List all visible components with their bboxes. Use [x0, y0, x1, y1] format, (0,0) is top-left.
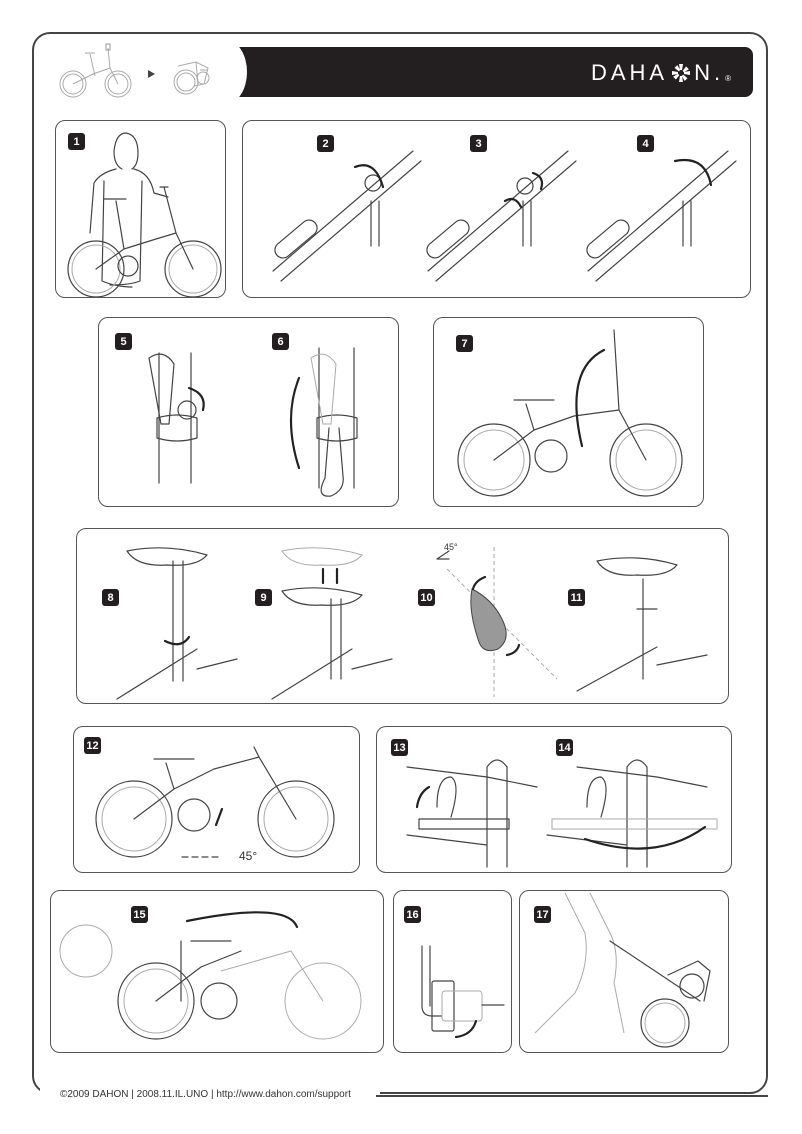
wheel-logo-icon	[672, 64, 691, 82]
step-badge: 13	[391, 739, 408, 756]
step-panel-16: 16	[393, 890, 512, 1053]
fold-frame-illustration	[59, 911, 362, 1040]
step-badge: 9	[255, 589, 272, 606]
step-panel-2-4: 2 3 4	[242, 120, 751, 298]
step-badge: 1	[68, 133, 85, 150]
walk-folded-bike-illustration	[534, 892, 711, 1048]
logo-text-right: N.	[694, 60, 725, 85]
step-panel-12: 12 45°	[73, 726, 360, 873]
angle-annotation: 45°	[239, 849, 258, 863]
step-badge: 2	[317, 135, 334, 152]
rotate-pedal-illustration	[95, 746, 335, 858]
hero-illustration	[59, 43, 210, 98]
step-badge: 16	[404, 906, 421, 923]
step-panel-5-6: 5 6	[98, 317, 399, 507]
step-panel-17: 17	[519, 890, 729, 1053]
play-arrow-icon	[148, 70, 155, 78]
person-with-bike-illustration	[67, 132, 222, 297]
step-panel-15: 15	[50, 890, 384, 1053]
step-panel-7: 7	[433, 317, 704, 507]
step-badge: 12	[84, 737, 101, 754]
footer-divider	[376, 1095, 768, 1097]
step-badge: 10	[418, 589, 435, 606]
header-curve	[205, 40, 247, 104]
step-badge: 4	[637, 135, 654, 152]
frame-latch-illustrations	[406, 759, 718, 868]
step-panel-1: 1	[55, 120, 226, 298]
seatpost-illustrations	[116, 547, 708, 700]
step-badge: 8	[102, 589, 119, 606]
footer-gap	[40, 1080, 380, 1110]
angle-annotation: 45°	[444, 542, 458, 552]
step-badge: 5	[115, 333, 132, 350]
header-bar: DAHA N. ®	[234, 47, 753, 97]
step-badge: 15	[131, 906, 148, 923]
step-panel-13-14: 13 14	[376, 726, 732, 873]
step-badge: 3	[470, 135, 487, 152]
step-badge: 14	[556, 739, 573, 756]
step-badge: 7	[456, 335, 473, 352]
fold-handlepost-illustration	[457, 329, 683, 497]
step-panel-8-11: 8 9 10 11 45°	[76, 528, 729, 704]
magnet-clip-illustration	[421, 945, 505, 1039]
unfolded-bike-icon	[59, 43, 132, 98]
stem-latch-illustrations	[148, 347, 358, 497]
step-badge: 17	[534, 906, 551, 923]
step-badge: 6	[272, 333, 289, 350]
step-badge: 11	[568, 589, 585, 606]
handlebar-illustrations	[272, 150, 737, 282]
folded-bike-icon	[173, 61, 210, 95]
dahon-logo: DAHA N. ®	[591, 60, 735, 86]
logo-text-left: DAHA	[590, 60, 669, 85]
registered-mark: ®	[725, 73, 735, 83]
footer-text: ©2009 DAHON | 2008.11.IL.UNO | http://ww…	[60, 1089, 351, 1100]
